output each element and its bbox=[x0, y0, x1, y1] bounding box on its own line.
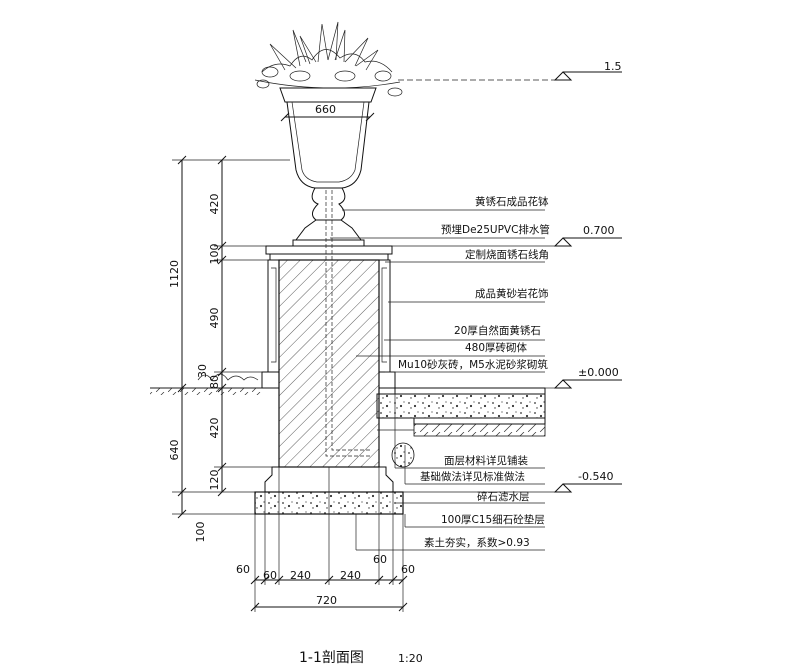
pot-width-dimension: 660 bbox=[280, 103, 375, 122]
label-drain-pipe: 预埋De25UPVC排水管 bbox=[441, 223, 550, 236]
elevation-top-label: 1.5 bbox=[604, 60, 622, 73]
label-cap-moulding: 定制烧面锈石线角 bbox=[465, 248, 549, 261]
dim-60-b: 60 bbox=[263, 569, 277, 582]
label-granite-cladding: 20厚自然面黄锈石 bbox=[454, 324, 541, 337]
dim-80: 80 bbox=[208, 375, 221, 389]
drawing-scale: 1:20 bbox=[398, 652, 423, 665]
dim-660: 660 bbox=[315, 103, 336, 116]
elevation-base-label: -0.540 bbox=[578, 470, 613, 483]
elevation-cap-label: 0.700 bbox=[583, 224, 615, 237]
drawing-title: 1-1剖面图 bbox=[299, 650, 364, 666]
flower-urn bbox=[279, 87, 377, 247]
dim-240-a: 240 bbox=[290, 569, 311, 582]
dim-490: 490 bbox=[208, 308, 221, 329]
dim-720: 720 bbox=[316, 594, 337, 607]
dim-100-cap: 100 bbox=[208, 244, 221, 265]
dim-420-top: 420 bbox=[208, 194, 221, 215]
dim-240-b: 240 bbox=[340, 569, 361, 582]
annotation-labels: 黄锈石成品花钵 预埋De25UPVC排水管 定制烧面锈石线角 成品黄砂岩花饰 2… bbox=[398, 195, 550, 549]
elevation-ground: ±0.000 bbox=[545, 366, 622, 389]
dim-60-a: 60 bbox=[236, 563, 250, 576]
plant-illustration bbox=[254, 21, 403, 97]
leader-lines bbox=[330, 209, 545, 551]
drawing-title-block: 1-1剖面图 1:20 bbox=[299, 650, 423, 666]
dim-420-bottom: 420 bbox=[208, 418, 221, 439]
label-brick-masonry: 480厚砖砌体 bbox=[465, 341, 528, 354]
horizontal-dimensions: 60 60 240 240 60 60 720 bbox=[236, 467, 415, 612]
label-compacted-soil: 素土夯实，系数>0.93 bbox=[424, 536, 530, 549]
elevation-base: -0.540 bbox=[403, 470, 622, 493]
label-gravel-layer: 碎石滤水层 bbox=[477, 490, 530, 503]
label-paving: 面层材料详见铺装 bbox=[444, 454, 528, 467]
dim-30: 30 bbox=[196, 364, 209, 378]
label-sandstone-decor: 成品黄砂岩花饰 bbox=[475, 287, 549, 300]
label-urn: 黄锈石成品花钵 bbox=[475, 195, 549, 208]
elevation-cap: 0.700 bbox=[392, 224, 622, 247]
dim-100: 100 bbox=[194, 522, 207, 543]
dim-60-d: 60 bbox=[401, 563, 415, 576]
label-foundation: 基础做法详见标准做法 bbox=[420, 470, 525, 483]
dim-60-c: 60 bbox=[373, 553, 387, 566]
elevation-markers: 1.5 0.700 ±0.000 -0.540 bbox=[392, 60, 622, 493]
dim-640: 640 bbox=[168, 440, 181, 461]
ground-section bbox=[150, 373, 546, 468]
dim-120: 120 bbox=[208, 470, 221, 491]
elevation-top: 1.5 bbox=[398, 60, 622, 81]
vertical-dimensions: 1120 640 100 420 100 490 30 80 420 120 bbox=[150, 155, 290, 543]
dim-1120: 1120 bbox=[168, 260, 181, 288]
pedestal-body bbox=[254, 190, 404, 515]
elevation-ground-label: ±0.000 bbox=[578, 366, 619, 379]
label-brick-spec: Mu10砂灰砖，M5水泥砂浆砌筑 bbox=[398, 358, 548, 371]
label-concrete-bed: 100厚C15细石砼垫层 bbox=[441, 513, 545, 526]
